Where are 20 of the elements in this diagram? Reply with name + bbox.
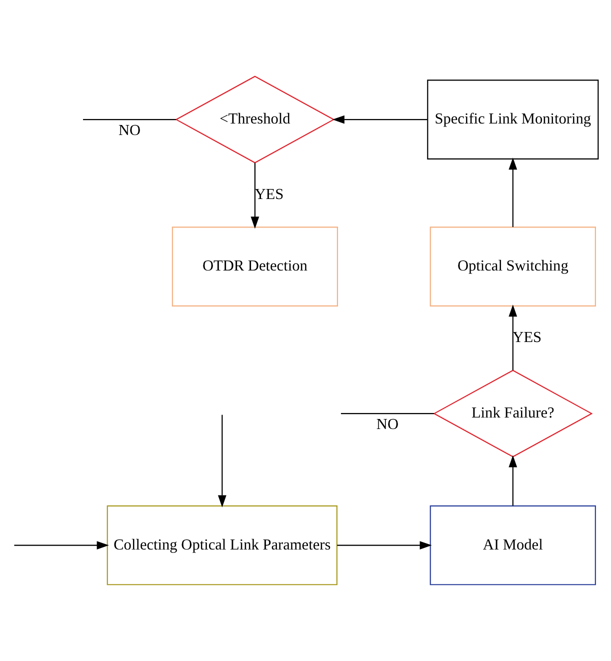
arrow (14, 541, 109, 550)
node-diamond: <Threshold (175, 76, 335, 164)
arrow (337, 541, 432, 550)
node-box: Specific Link Monitoring (427, 80, 599, 160)
arrow (250, 162, 260, 229)
node-box: OTDR Detection (172, 226, 338, 306)
node-box: Collecting Optical Link Parameters (106, 505, 338, 586)
arrow (508, 455, 518, 506)
arrow (218, 414, 226, 508)
edge-label: NO (376, 416, 399, 434)
edge-label: NO (118, 122, 141, 140)
arrow (508, 304, 518, 370)
connector (340, 413, 434, 414)
arrow (332, 115, 428, 124)
arrow (508, 158, 518, 228)
connector (83, 119, 176, 120)
node-diamond: Link Failure? (433, 370, 593, 458)
node-box: Optical Switching (430, 226, 596, 306)
edge-label: YES (254, 186, 284, 204)
node-box: AI Model (430, 505, 596, 586)
